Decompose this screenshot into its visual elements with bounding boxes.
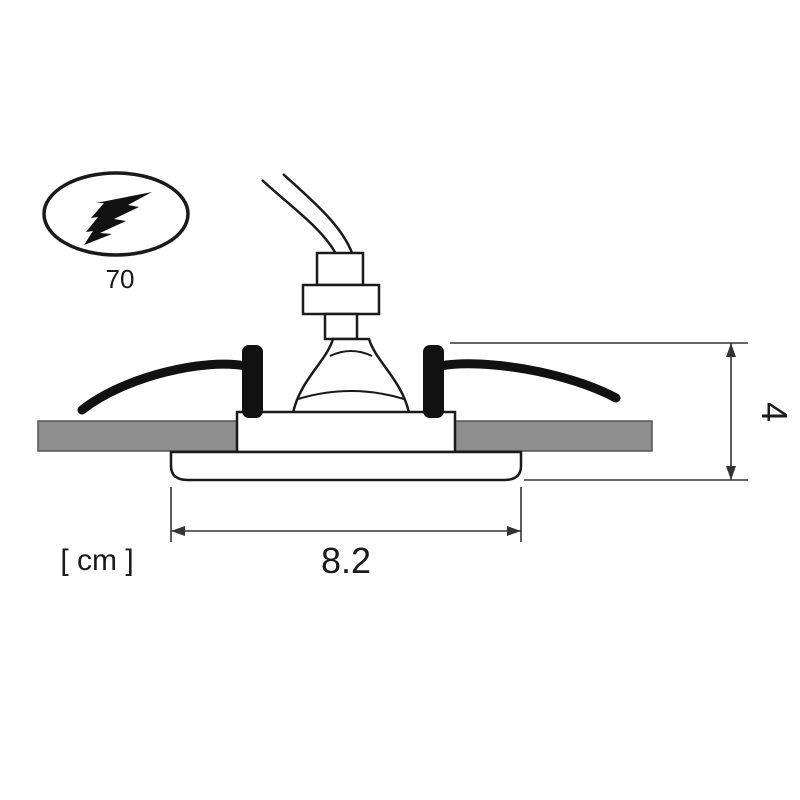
width-dimension — [170, 487, 522, 542]
arrow-up-icon — [726, 343, 736, 357]
cable-line-right — [282, 173, 354, 254]
power-cable — [261, 173, 354, 255]
mounting-springs — [77, 345, 621, 418]
units-label: [ cm ] — [60, 544, 133, 577]
ceiling-panel-left — [37, 420, 238, 452]
lamp-connector — [301, 251, 381, 341]
arrow-right-icon — [507, 526, 521, 536]
lamp-face-line — [297, 390, 405, 400]
cable-plug — [315, 251, 365, 287]
spring-clip-right — [423, 345, 444, 418]
arrow-left-icon — [171, 526, 185, 536]
cable-line-left — [261, 179, 338, 255]
cutout-saw-arrow-icon — [84, 192, 152, 245]
lamp-shoulder-line — [329, 350, 373, 357]
height-dimension — [450, 342, 748, 481]
spring-arm-right — [435, 359, 621, 403]
height-dimension-label: 4 — [754, 402, 795, 422]
lamp-socket-neck — [323, 312, 359, 341]
width-dimension-label: 8.2 — [321, 540, 371, 581]
lamp — [291, 337, 411, 415]
fixture-housing — [235, 410, 457, 454]
ceiling-panel-right — [454, 420, 653, 452]
trim-ring — [169, 450, 523, 482]
cutout-symbol — [42, 171, 190, 257]
spring-clip-left — [242, 345, 263, 418]
spring-arm-left — [77, 359, 251, 415]
cutout-diameter-label: 70 — [106, 264, 135, 294]
terminal-block — [301, 283, 381, 316]
arrow-down-icon — [726, 466, 736, 480]
